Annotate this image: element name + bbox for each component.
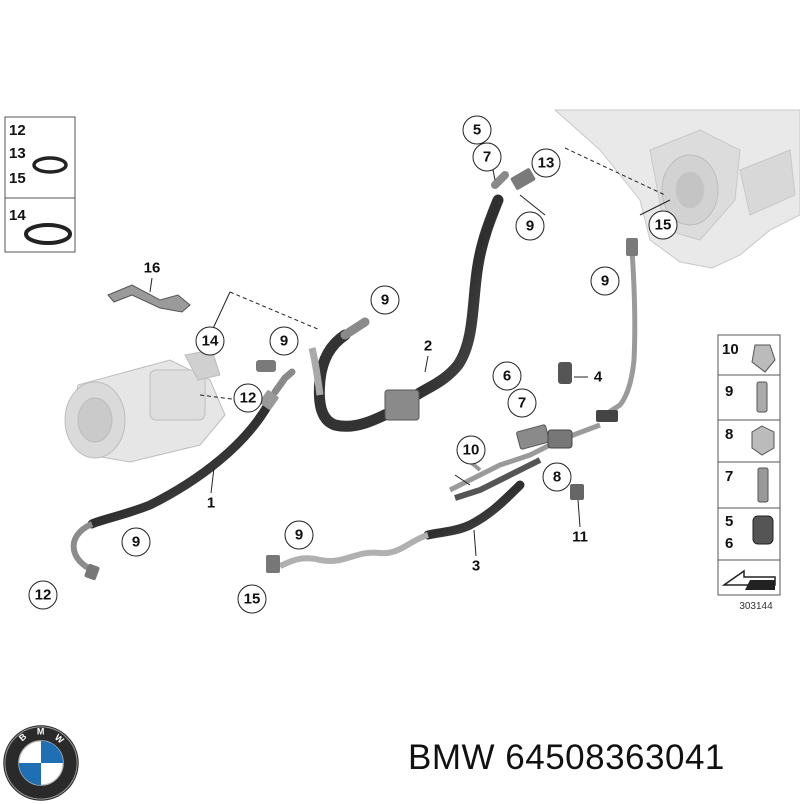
valve-core-icon [757,467,769,503]
callout-6: 6 [503,368,511,385]
callout-14: 14 [202,333,219,350]
hose-2 [308,168,536,432]
hose-1 [70,360,296,581]
callout-15-right: 15 [655,217,672,234]
callout-5-circle [462,115,492,145]
legend-right-6: 6 [725,535,733,552]
bracket-16 [107,284,191,313]
callout-13-circle [531,148,561,178]
legend-right-5: 5 [725,513,733,530]
callout-12-mid: 12 [240,390,257,407]
callout-10: 10 [463,442,480,459]
callout-9-low-circle [121,527,151,557]
callout-15-right-circle [648,210,678,240]
callout-15-bottom-circle [237,584,267,614]
callout-9-right: 9 [601,273,609,290]
callout-9-right-circle [590,266,620,296]
callout-8-circle [542,462,572,492]
hose-3 [266,480,525,573]
callout-7-mid-circle [507,388,537,418]
compressor [64,349,226,463]
callout-9-mid: 9 [381,292,389,309]
callout-13: 13 [538,155,555,172]
legend-left-line-3: 15 [9,170,26,187]
callout-9-top-circle [515,211,545,241]
junction-assembly [448,362,601,501]
legend-left-line-2: 13 [9,145,26,162]
o-ring-large [24,223,72,245]
callout-9-low: 9 [132,534,140,551]
callouts [28,115,678,614]
bmw-logo: B M W [3,725,79,801]
legend-right: 10 9 8 7 5 6 [717,334,781,596]
callout-9-left: 9 [280,333,288,350]
legend-left: 12 13 15 14 [4,116,76,253]
callout-7-mid: 7 [518,395,526,412]
svg-text:B: B [17,731,29,743]
label-2: 2 [424,338,432,355]
callout-10-circle [456,435,486,465]
callout-7-top: 7 [483,149,491,166]
pipe-right [596,238,638,422]
callout-6-circle [492,361,522,391]
nut-icon [751,425,775,456]
label-1: 1 [207,495,215,512]
o-ring-small [32,156,68,174]
bolt-icon [756,381,768,413]
callout-12-low: 12 [35,587,52,604]
footer-part-number: BMW 64508363041 [408,738,725,777]
callout-9-mid-circle [370,285,400,315]
callout-9-bottom-circle [284,520,314,550]
reference-number: 303144 [739,601,773,612]
callout-9-bottom: 9 [295,527,303,544]
callout-7-top-circle [472,142,502,172]
cap-icon [752,515,774,545]
legend-left-line-1: 12 [9,122,26,139]
svg-text:M: M [37,726,45,736]
callout-15-bottom: 15 [244,591,261,608]
label-16: 16 [144,260,161,277]
callout-labels: 5 7 13 9 15 9 9 14 9 12 6 7 10 8 9 12 9 … [35,122,672,608]
legend-right-9: 9 [725,383,733,400]
callout-9-top: 9 [526,218,534,235]
label-11: 11 [572,529,588,546]
clip-icon [751,344,776,373]
legend-left-line-4: 14 [9,207,26,224]
label-leaders [149,277,588,557]
legend-right-10: 10 [722,341,739,358]
callout-5: 5 [473,122,481,139]
callout-14-circle [195,326,225,356]
arrow-icon [721,565,776,591]
callout-12-low-circle [28,580,58,610]
leader-lines [199,147,671,486]
callout-9-left-circle [269,326,299,356]
label-4: 4 [594,369,603,386]
evaporator-housing [553,109,800,269]
legend-right-7: 7 [725,468,733,485]
legend-right-8: 8 [725,426,733,443]
callout-8: 8 [553,469,561,486]
callout-12-mid-circle [233,383,263,413]
label-3: 3 [472,558,480,575]
